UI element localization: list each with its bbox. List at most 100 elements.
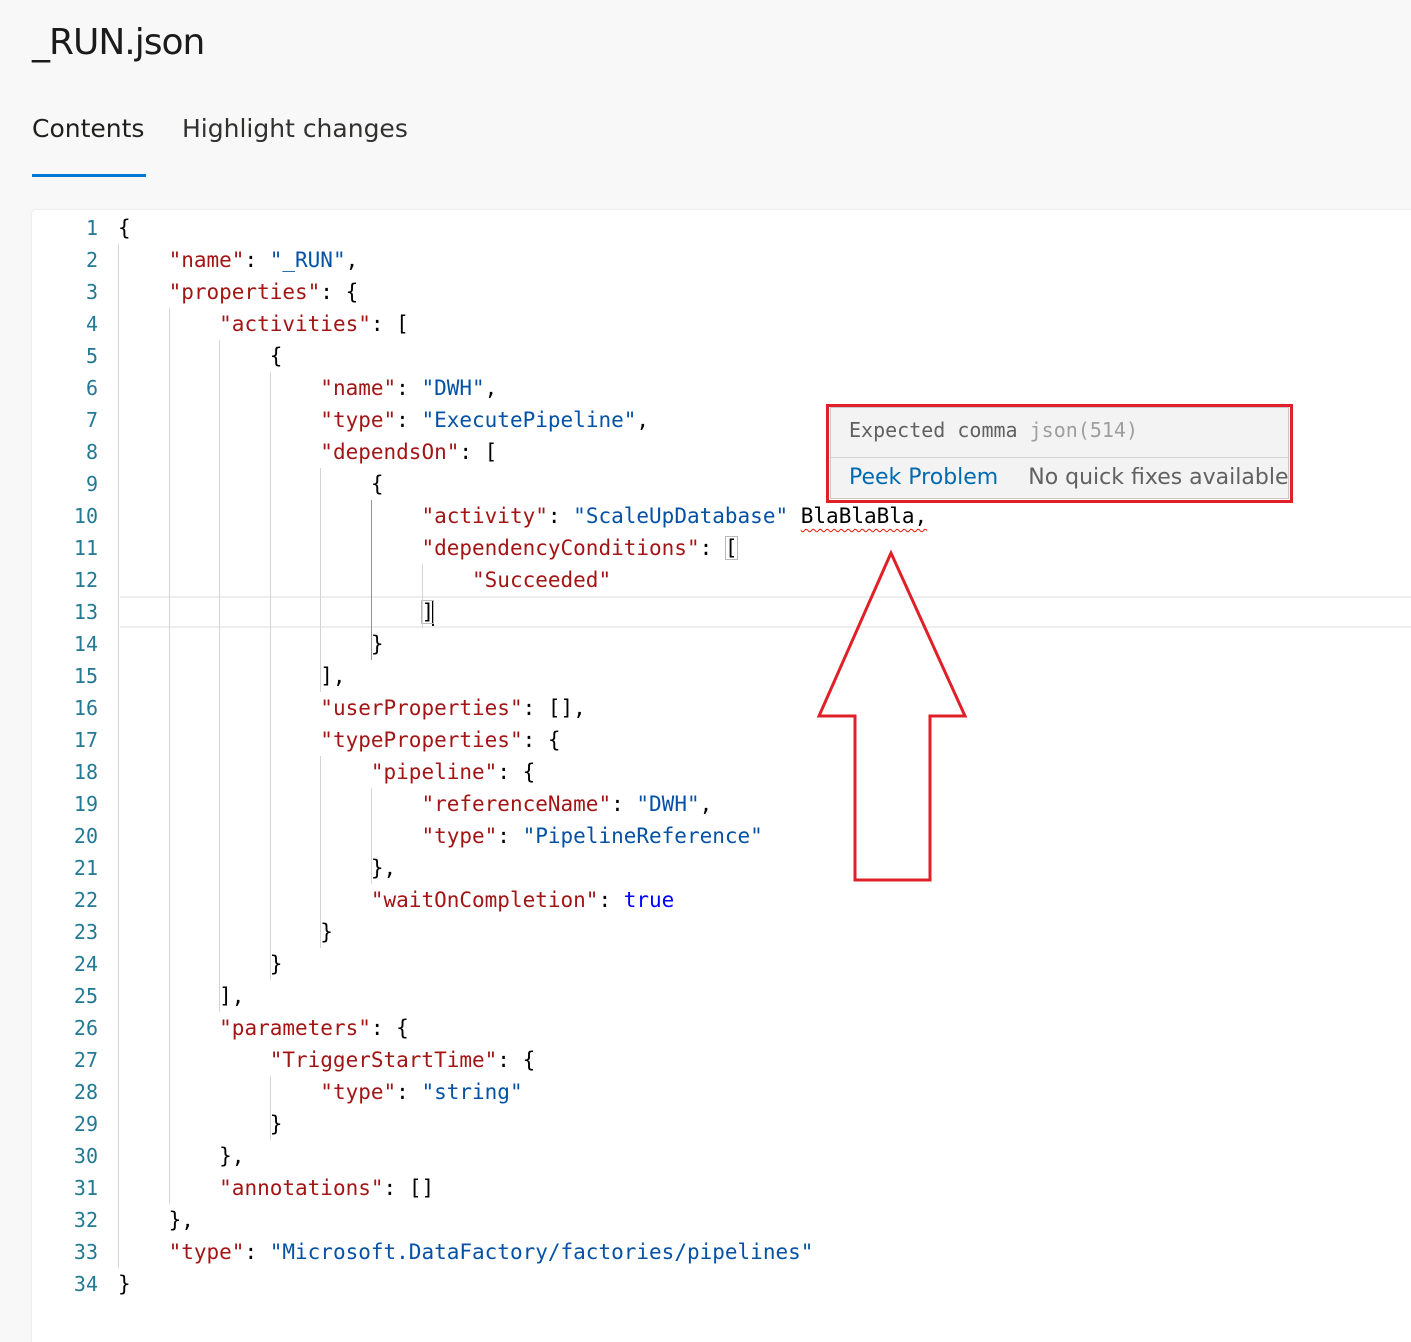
hover-message-row: Expected comma json(514) xyxy=(849,418,1138,442)
code-editor[interactable]: 1{2 "name": "_RUN",3 "properties": {4 "a… xyxy=(32,210,1411,1342)
peek-problem-link[interactable]: Peek Problem xyxy=(849,465,999,490)
code-token xyxy=(118,1048,270,1072)
line-number: 16 xyxy=(73,696,98,720)
line-text[interactable]: "Succeeded" xyxy=(118,564,611,596)
line-text[interactable]: { xyxy=(118,468,384,500)
no-quick-fixes-label: No quick fixes available xyxy=(1028,465,1289,490)
line-text[interactable]: } xyxy=(118,1268,131,1300)
line-number: 7 xyxy=(85,408,98,432)
code-token: } xyxy=(118,952,283,976)
line-text[interactable]: "properties": { xyxy=(118,276,359,308)
line-text[interactable]: "type": "Microsoft.DataFactory/factories… xyxy=(118,1236,814,1268)
line-text[interactable]: "type": "ExecutePipeline", xyxy=(118,404,649,436)
line-text[interactable]: }, xyxy=(118,1140,244,1172)
line-number: 31 xyxy=(73,1176,98,1200)
code-line[interactable]: 9 { xyxy=(32,468,1411,500)
code-line[interactable]: 23 } xyxy=(32,916,1411,948)
line-text[interactable]: }, xyxy=(118,852,396,884)
line-number: 34 xyxy=(73,1272,98,1296)
tab-contents[interactable]: Contents xyxy=(32,114,146,177)
line-text[interactable]: ], xyxy=(118,660,345,692)
code-line[interactable]: 22 "waitOnCompletion": true xyxy=(32,884,1411,916)
code-line[interactable]: 26 "parameters": { xyxy=(32,1012,1411,1044)
line-text[interactable]: "parameters": { xyxy=(118,1012,409,1044)
code-token: : xyxy=(244,1240,270,1264)
line-text[interactable]: "annotations": [] xyxy=(118,1172,434,1204)
code-line[interactable]: 12 "Succeeded" xyxy=(32,564,1411,596)
code-line[interactable]: 1{ xyxy=(32,212,1411,244)
line-text[interactable]: "dependencyConditions": [ xyxy=(118,532,738,564)
code-area[interactable]: 1{2 "name": "_RUN",3 "properties": {4 "a… xyxy=(32,212,1411,1300)
tab-highlight-changes[interactable]: Highlight changes xyxy=(182,114,408,143)
line-text[interactable]: "pipeline": { xyxy=(118,756,535,788)
matched-bracket: ] xyxy=(421,600,435,624)
code-line[interactable]: 19 "referenceName": "DWH", xyxy=(32,788,1411,820)
code-token: : xyxy=(497,824,523,848)
code-token: : [ xyxy=(370,312,409,336)
code-line[interactable]: 16 "userProperties": [], xyxy=(32,692,1411,724)
code-line[interactable]: 15 ], xyxy=(32,660,1411,692)
line-text[interactable]: } xyxy=(118,1108,283,1140)
code-line[interactable]: 21 }, xyxy=(32,852,1411,884)
line-number: 23 xyxy=(73,920,98,944)
line-text[interactable]: } xyxy=(118,916,333,948)
code-line[interactable]: 17 "typeProperties": { xyxy=(32,724,1411,756)
line-text[interactable]: }, xyxy=(118,1204,194,1236)
code-line[interactable]: 28 "type": "string" xyxy=(32,1076,1411,1108)
code-token: : { xyxy=(320,280,359,304)
code-line[interactable]: 29 } xyxy=(32,1108,1411,1140)
hover-actions: Peek Problem No quick fixes available xyxy=(849,465,1289,490)
line-text[interactable]: "activity": "ScaleUpDatabase" BlaBlaBla, xyxy=(118,500,927,532)
code-line[interactable]: 31 "annotations": [] xyxy=(32,1172,1411,1204)
code-line[interactable]: 6 "name": "DWH", xyxy=(32,372,1411,404)
code-line[interactable]: 27 "TriggerStartTime": { xyxy=(32,1044,1411,1076)
line-text[interactable]: "userProperties": [], xyxy=(118,692,586,724)
code-line[interactable]: 18 "pipeline": { xyxy=(32,756,1411,788)
line-text[interactable]: "waitOnCompletion": true xyxy=(118,884,674,916)
code-line[interactable]: 10 "activity": "ScaleUpDatabase" BlaBlaB… xyxy=(32,500,1411,532)
code-token: "type" xyxy=(320,1080,397,1104)
line-number: 14 xyxy=(73,632,98,656)
code-line[interactable]: 11 "dependencyConditions": [ xyxy=(32,532,1411,564)
line-text[interactable]: ] xyxy=(118,596,435,628)
code-line[interactable]: 30 }, xyxy=(32,1140,1411,1172)
code-line[interactable]: 14 } xyxy=(32,628,1411,660)
code-token: "type" xyxy=(320,408,397,432)
line-text[interactable]: "activities": [ xyxy=(118,308,409,340)
code-token xyxy=(788,504,801,528)
line-number: 24 xyxy=(73,952,98,976)
line-text[interactable]: { xyxy=(118,340,283,372)
code-line[interactable]: 24 } xyxy=(32,948,1411,980)
line-text[interactable]: "dependsOn": [ xyxy=(118,436,497,468)
code-token: } xyxy=(118,1112,283,1136)
line-text[interactable]: } xyxy=(118,628,384,660)
code-line[interactable]: 5 { xyxy=(32,340,1411,372)
line-text[interactable]: "typeProperties": { xyxy=(118,724,560,756)
code-token: "PipelineReference" xyxy=(522,824,763,848)
code-line[interactable]: 25 ], xyxy=(32,980,1411,1012)
line-text[interactable]: "type": "string" xyxy=(118,1076,522,1108)
line-text[interactable]: "referenceName": "DWH", xyxy=(118,788,712,820)
line-text[interactable]: "type": "PipelineReference" xyxy=(118,820,763,852)
line-text[interactable]: { xyxy=(118,212,131,244)
code-line[interactable]: 2 "name": "_RUN", xyxy=(32,244,1411,276)
code-line[interactable]: 7 "type": "ExecutePipeline", xyxy=(32,404,1411,436)
code-line[interactable]: 32 }, xyxy=(32,1204,1411,1236)
line-text[interactable]: } xyxy=(118,948,283,980)
code-line[interactable]: 33 "type": "Microsoft.DataFactory/factor… xyxy=(32,1236,1411,1268)
line-text[interactable]: "TriggerStartTime": { xyxy=(118,1044,536,1076)
code-line[interactable]: 34} xyxy=(32,1268,1411,1300)
code-line[interactable]: 3 "properties": { xyxy=(32,276,1411,308)
code-token: : xyxy=(598,888,624,912)
line-text[interactable]: ], xyxy=(118,980,244,1012)
line-number: 10 xyxy=(73,504,98,528)
code-line[interactable]: 20 "type": "PipelineReference" xyxy=(32,820,1411,852)
line-text[interactable]: "name": "DWH", xyxy=(118,372,497,404)
indent-guide xyxy=(269,1076,271,1140)
code-line[interactable]: 4 "activities": [ xyxy=(32,308,1411,340)
code-line[interactable]: 8 "dependsOn": [ xyxy=(32,436,1411,468)
code-line[interactable]: 13 ] xyxy=(32,596,1411,628)
line-text[interactable]: "name": "_RUN", xyxy=(118,244,359,276)
code-token: "_RUN" xyxy=(269,248,346,272)
line-number: 3 xyxy=(85,280,98,304)
